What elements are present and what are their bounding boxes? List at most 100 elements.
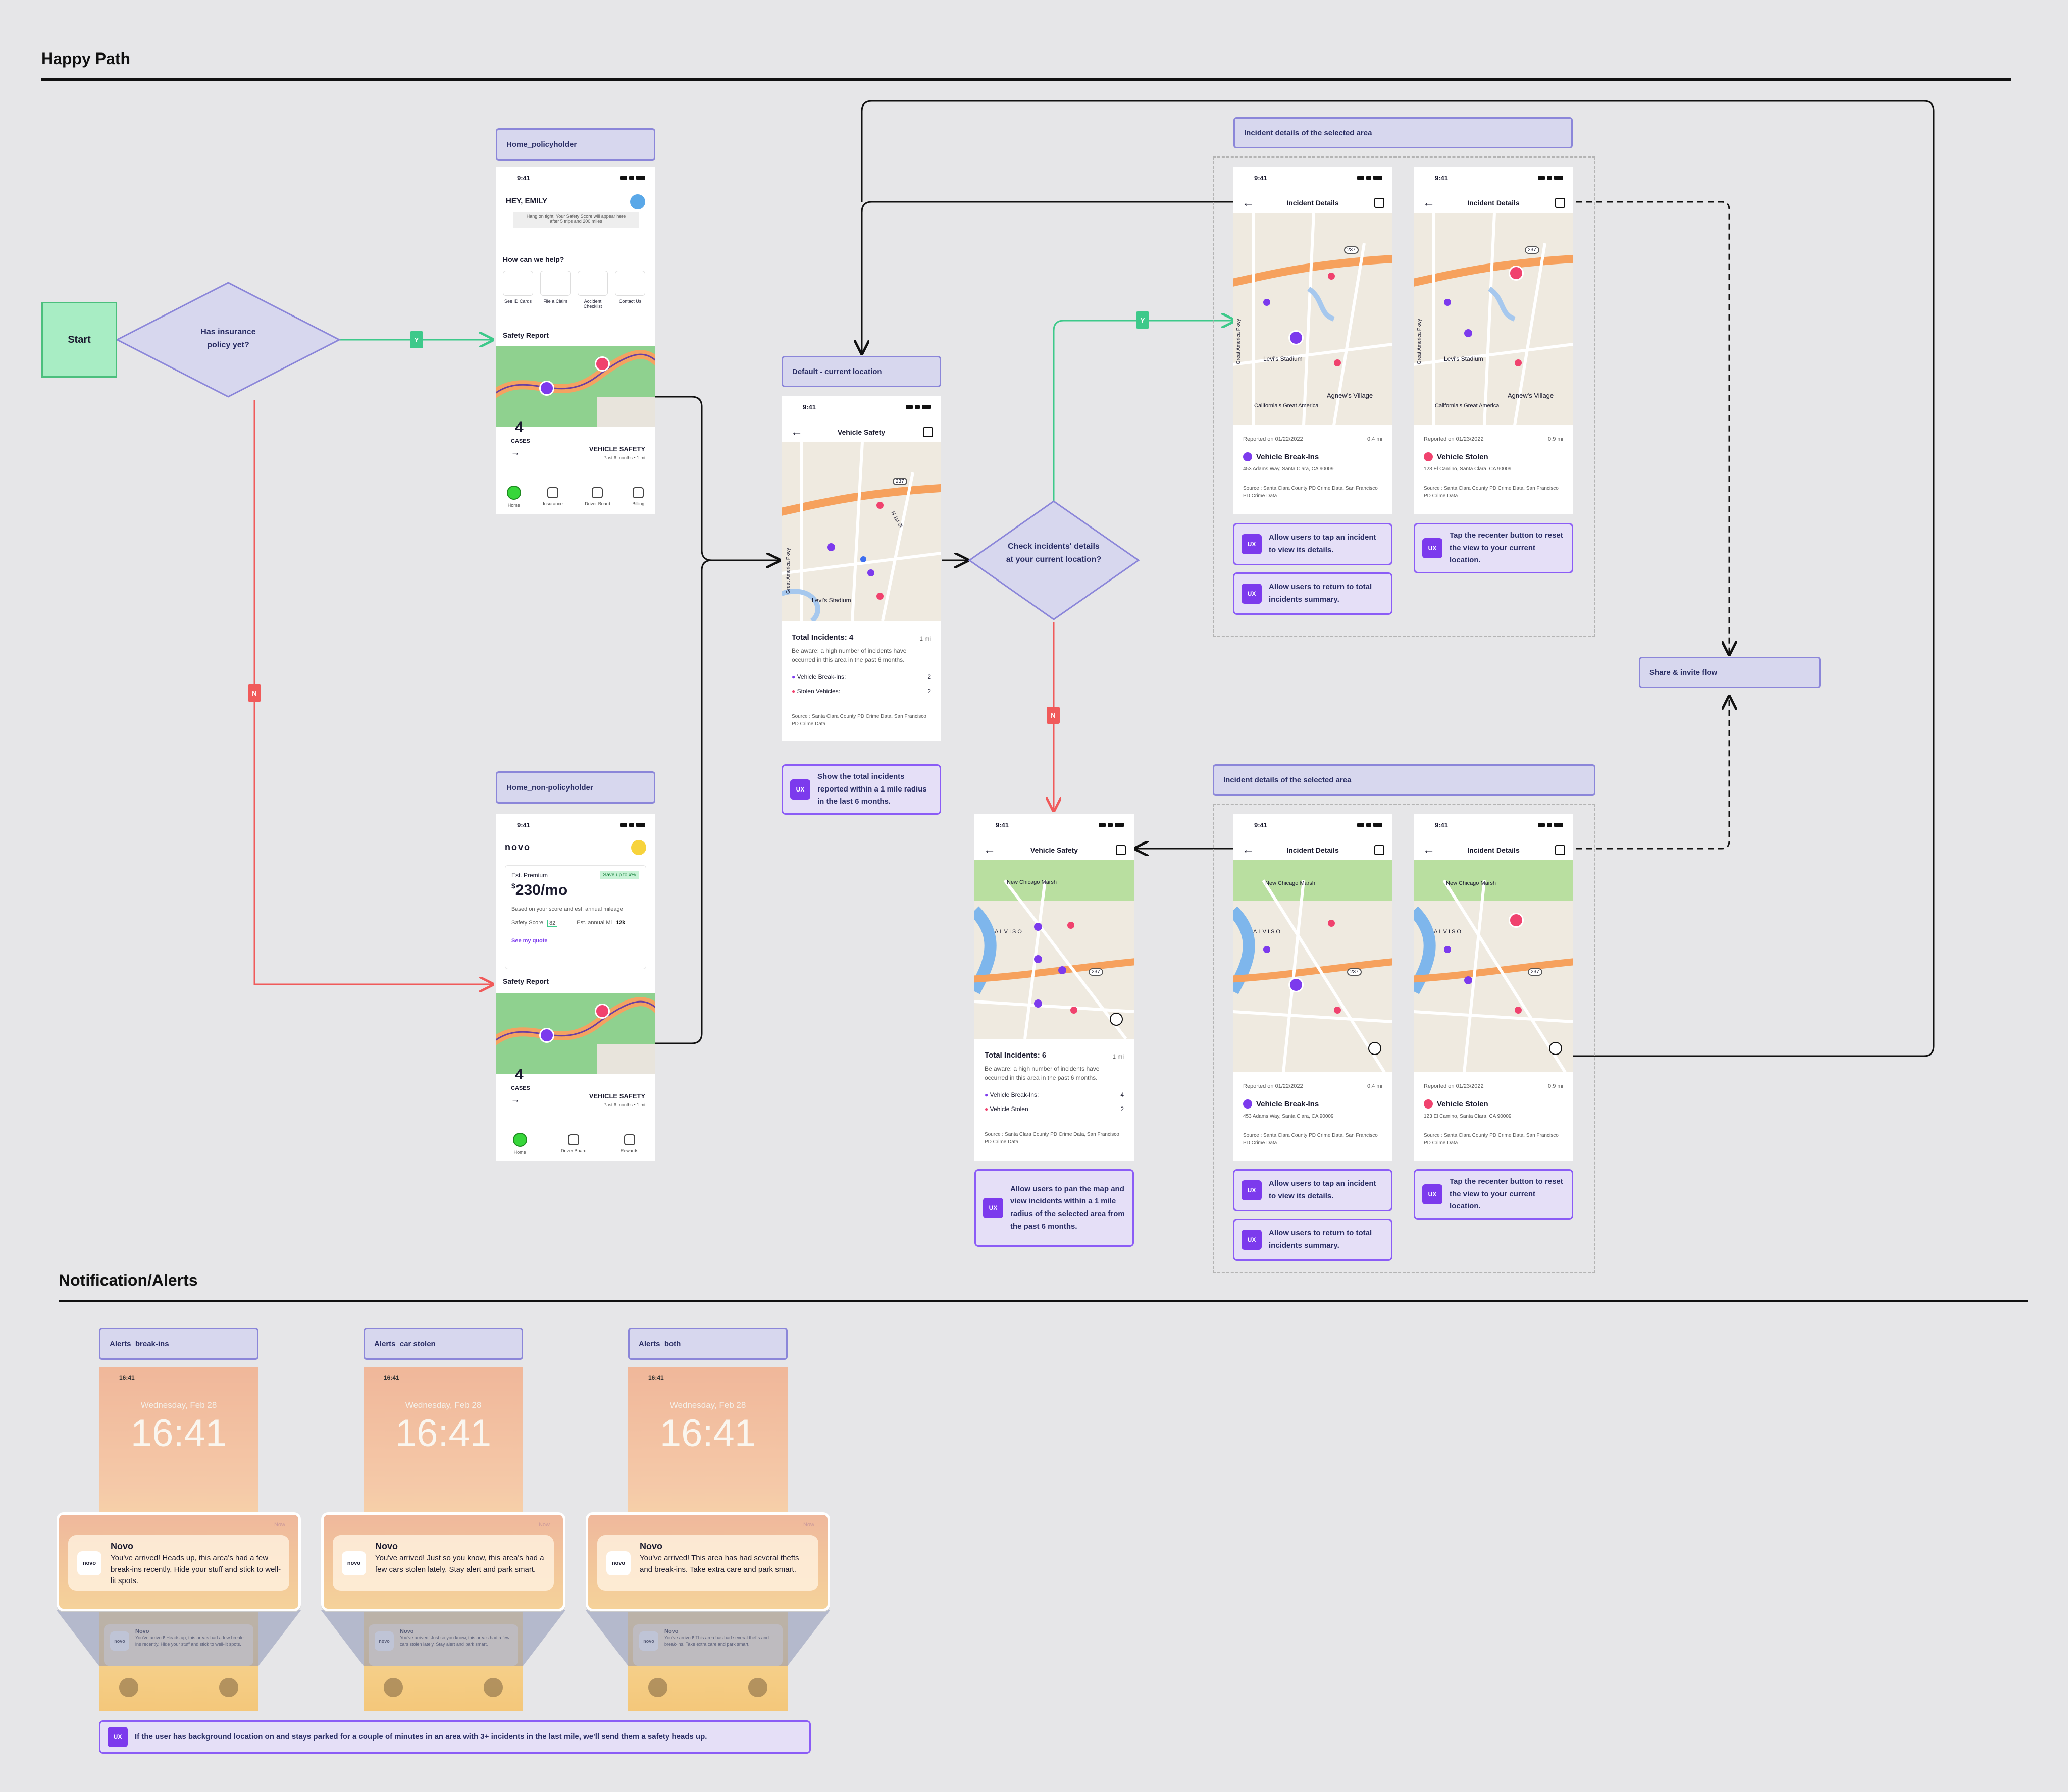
share-icon[interactable] xyxy=(1116,845,1126,855)
be-aware-text: Be aware: a high number of incidents hav… xyxy=(985,1065,1100,1081)
avatar[interactable] xyxy=(631,840,646,855)
action-id-cards[interactable]: See ID Cards xyxy=(503,271,533,309)
back-arrow-icon[interactable]: ← xyxy=(1242,843,1254,857)
flashlight-icon[interactable] xyxy=(119,1678,138,1697)
stolen-marker[interactable] xyxy=(876,502,884,509)
safety-report-map[interactable] xyxy=(496,346,655,427)
greeting: HEY, EMILY xyxy=(506,197,547,205)
novo-app-icon: novo xyxy=(342,1551,366,1575)
tab-insurance[interactable]: Insurance xyxy=(543,487,563,506)
incident-map[interactable]: New Chicago Marsh ALVISO 237 xyxy=(974,860,1134,1039)
break-in-marker[interactable] xyxy=(1034,955,1042,963)
camera-icon[interactable] xyxy=(748,1678,767,1697)
stolen-marker[interactable] xyxy=(1334,359,1341,366)
contact-icon xyxy=(615,271,645,296)
screen-title: Incident Details xyxy=(1286,199,1339,207)
annual-value: 12k xyxy=(615,919,626,926)
action-accident-checklist[interactable]: Accident Checklist xyxy=(578,271,608,309)
avatar[interactable] xyxy=(630,194,645,209)
share-invite-flow[interactable]: Share & invite flow xyxy=(1639,657,1821,688)
ux-badge-icon: UX xyxy=(1242,584,1262,604)
share-icon[interactable] xyxy=(1374,845,1384,855)
tab-home[interactable]: Home xyxy=(506,485,521,508)
flashlight-icon[interactable] xyxy=(648,1678,667,1697)
break-in-marker[interactable] xyxy=(1034,923,1042,931)
selected-break-in-marker[interactable] xyxy=(1288,977,1304,992)
decision-check-incidents: Check incidents' details at your current… xyxy=(1006,542,1102,564)
help-heading: How can we help? xyxy=(503,255,564,263)
stolen-marker[interactable] xyxy=(1328,920,1335,927)
back-arrow-icon[interactable]: ← xyxy=(791,425,803,439)
share-icon[interactable] xyxy=(1555,845,1565,855)
break-in-marker[interactable] xyxy=(1034,999,1042,1008)
map-label: ALVISO xyxy=(1253,929,1282,935)
selected-stolen-marker[interactable] xyxy=(1509,913,1524,928)
back-arrow-icon[interactable]: ← xyxy=(984,843,996,857)
notification-time: Now xyxy=(538,1522,550,1528)
notification-app: Novo xyxy=(111,1541,133,1551)
stolen-marker[interactable] xyxy=(595,356,610,372)
stolen-marker[interactable] xyxy=(1328,273,1335,280)
tab-home[interactable]: Home xyxy=(512,1132,527,1155)
camera-icon[interactable] xyxy=(484,1678,503,1697)
stolen-marker[interactable] xyxy=(1070,1007,1077,1014)
arrow-right-icon[interactable]: → xyxy=(511,447,520,457)
share-icon[interactable] xyxy=(923,427,933,437)
selected-stolen-marker[interactable] xyxy=(1509,266,1524,281)
stolen-marker[interactable] xyxy=(876,593,884,600)
recenter-icon[interactable] xyxy=(1110,1013,1123,1026)
break-in-marker[interactable] xyxy=(1464,976,1472,984)
share-icon[interactable] xyxy=(1555,198,1565,208)
status-time: 16:41 xyxy=(384,1374,399,1381)
stolen-marker[interactable] xyxy=(1067,922,1074,929)
stolen-marker[interactable] xyxy=(1334,1007,1341,1014)
stolen-marker[interactable] xyxy=(1515,359,1522,366)
camera-icon[interactable] xyxy=(219,1678,238,1697)
break-in-marker[interactable] xyxy=(539,381,554,396)
action-contact-us[interactable]: Contact Us xyxy=(615,271,645,309)
see-quote-link[interactable]: See my quote xyxy=(511,937,548,944)
break-in-marker[interactable] xyxy=(827,543,835,551)
break-in-marker[interactable] xyxy=(539,1028,554,1043)
back-arrow-icon[interactable]: ← xyxy=(1423,843,1435,857)
recenter-icon[interactable] xyxy=(1549,1042,1562,1055)
break-in-marker[interactable] xyxy=(1464,329,1472,337)
recenter-icon[interactable] xyxy=(1368,1042,1381,1055)
break-in-marker[interactable] xyxy=(1444,299,1451,306)
action-file-claim[interactable]: File a Claim xyxy=(540,271,571,309)
break-in-marker[interactable] xyxy=(867,569,874,576)
arrow-right-icon[interactable]: → xyxy=(511,1094,520,1104)
zoom-connector xyxy=(57,1610,301,1666)
break-in-marker[interactable] xyxy=(1444,946,1451,953)
highway-shield: 237 xyxy=(1089,968,1103,976)
safety-report-map[interactable] xyxy=(496,993,655,1074)
break-in-marker[interactable] xyxy=(1263,299,1270,306)
tab-driver-board[interactable]: Driver Board xyxy=(585,487,610,506)
tab-rewards[interactable]: Rewards xyxy=(621,1134,638,1153)
zoom-connector xyxy=(586,1610,830,1666)
break-in-marker[interactable] xyxy=(1263,946,1270,953)
stolen-marker[interactable] xyxy=(1515,1007,1522,1014)
label-home-nonpolicyholder: Home_non-policyholder xyxy=(496,771,655,804)
back-arrow-icon[interactable]: ← xyxy=(1423,196,1435,209)
incident-map[interactable]: Levi's Stadium Great America Pkwy N 1st … xyxy=(782,442,941,621)
back-arrow-icon[interactable]: ← xyxy=(1242,196,1254,209)
stolen-marker[interactable] xyxy=(595,1004,610,1019)
flashlight-icon[interactable] xyxy=(384,1678,403,1697)
status-icons xyxy=(1538,823,1563,827)
share-icon[interactable] xyxy=(1374,198,1384,208)
lock-date: Wednesday, Feb 28 xyxy=(405,1400,482,1410)
tab-billing[interactable]: Billing xyxy=(632,487,644,506)
tab-driver-board[interactable]: Driver Board xyxy=(561,1134,586,1153)
break-in-marker[interactable] xyxy=(1058,966,1066,974)
selected-break-in-marker[interactable] xyxy=(1288,330,1304,345)
